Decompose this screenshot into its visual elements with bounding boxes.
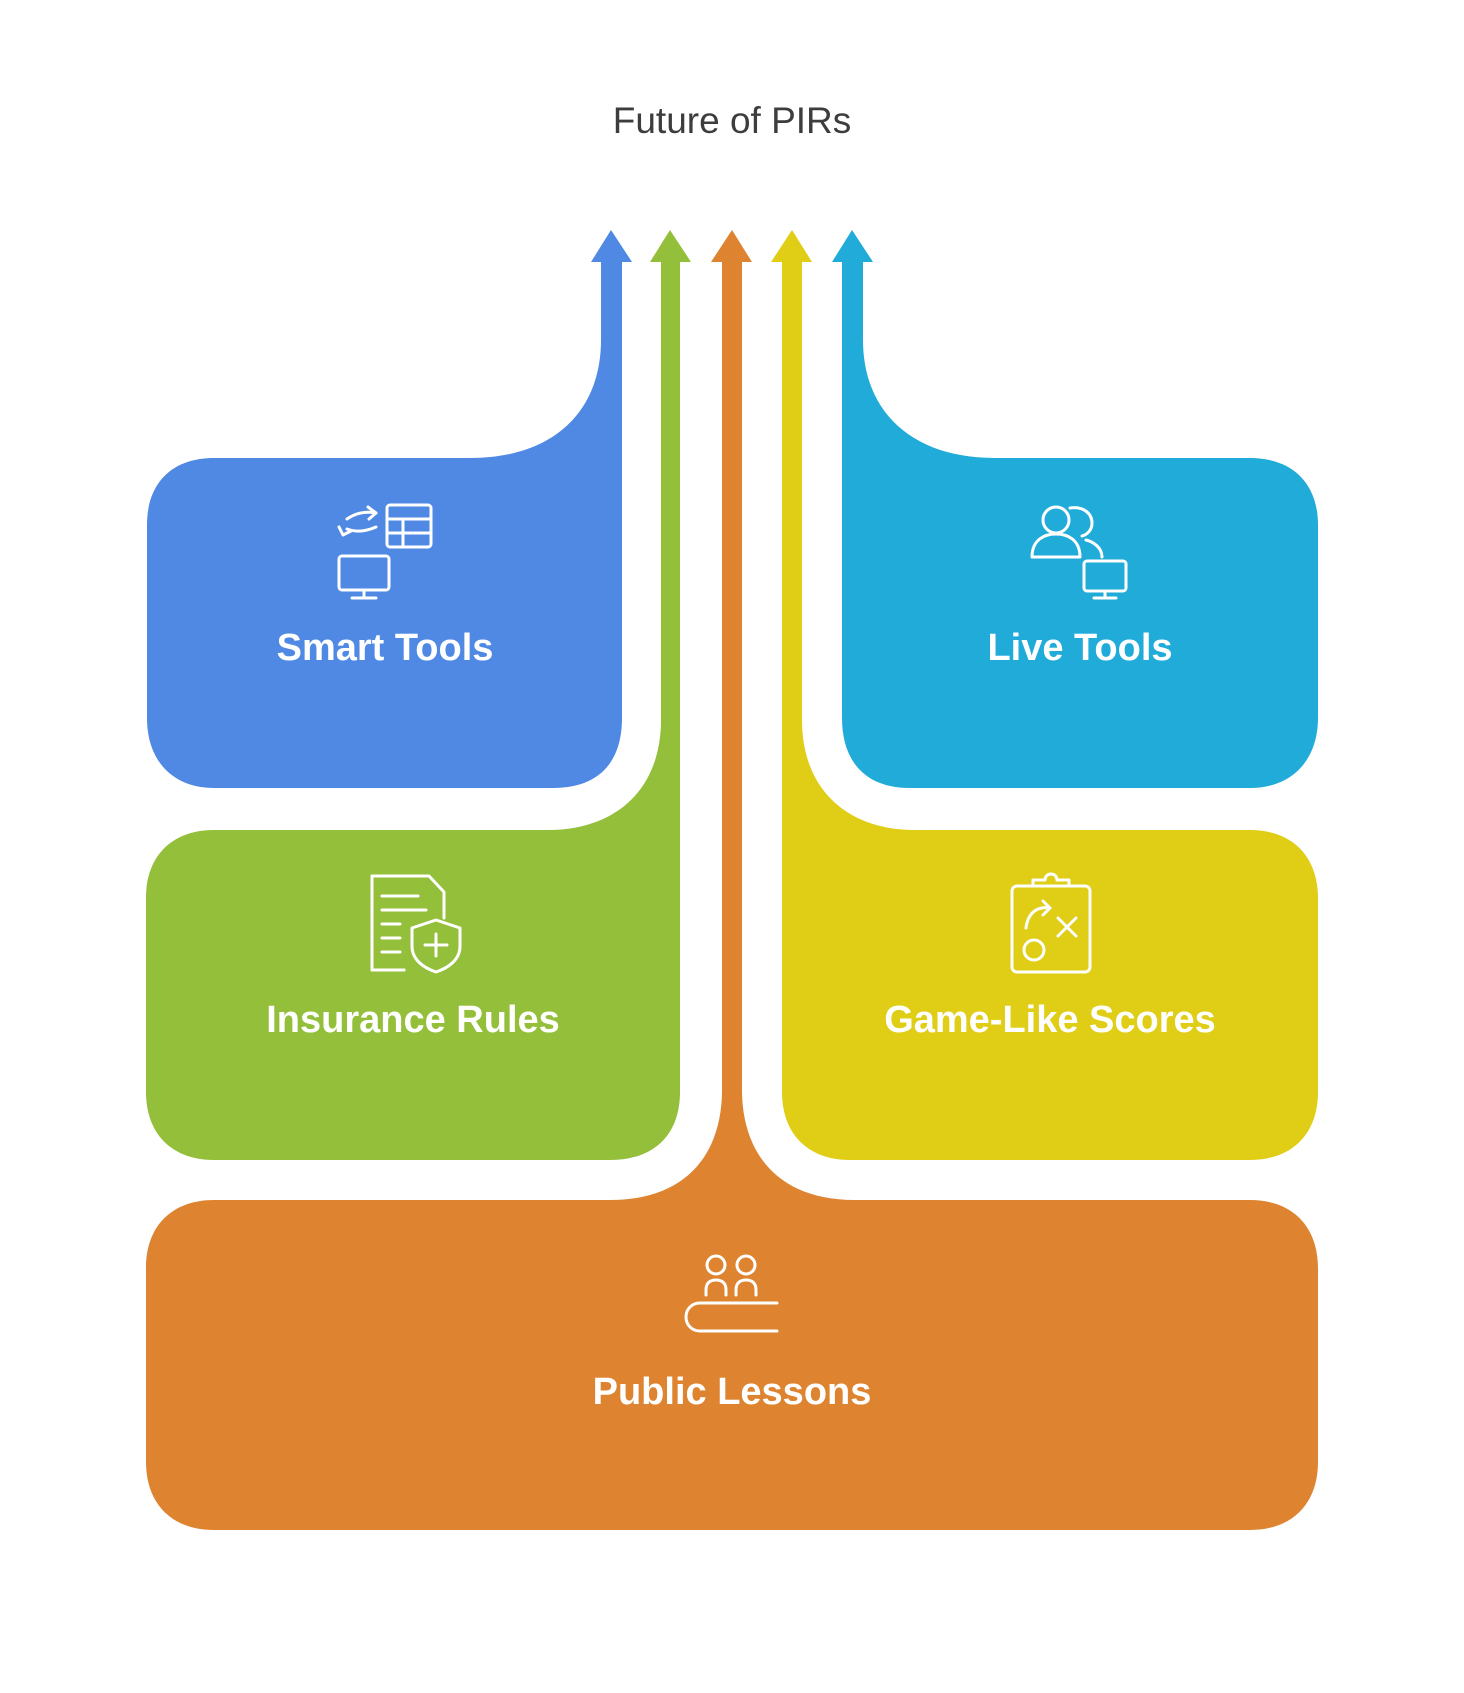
diagram-title: Future of PIRs [613,100,852,141]
section-insurance-rules: Insurance Rules [146,230,691,1160]
smart-tools-arrowhead [591,230,632,262]
section-game-like-scores: Game-Like Scores [771,230,1318,1160]
smart-tools-shape [147,258,622,788]
section-public-lessons: Public Lessons [146,230,1318,1530]
insurance-document-icon [370,874,462,974]
live-tools-shape [842,258,1318,788]
smart-tools-label: Smart Tools [277,627,494,669]
section-smart-tools: Smart Tools [147,230,632,788]
game-like-scores-arrowhead [771,230,812,262]
section-live-tools: Live Tools [832,230,1318,788]
game-like-scores-label: Game-Like Scores [884,999,1216,1041]
public-lessons-arrowhead [711,230,752,262]
public-lessons-label: Public Lessons [593,1371,872,1413]
remote-users-icon [1030,505,1128,600]
game-like-scores-shape [782,258,1318,1160]
strategy-clipboard-icon [1010,872,1092,974]
insurance-rules-label: Insurance Rules [266,999,560,1041]
insurance-rules-shape [146,258,680,1160]
public-lessons-shape [146,258,1318,1530]
live-tools-arrowhead [832,230,873,262]
audience-icon [684,1254,779,1333]
data-transfer-icon [337,503,433,600]
live-tools-label: Live Tools [987,627,1172,669]
insurance-rules-arrowhead [650,230,691,262]
